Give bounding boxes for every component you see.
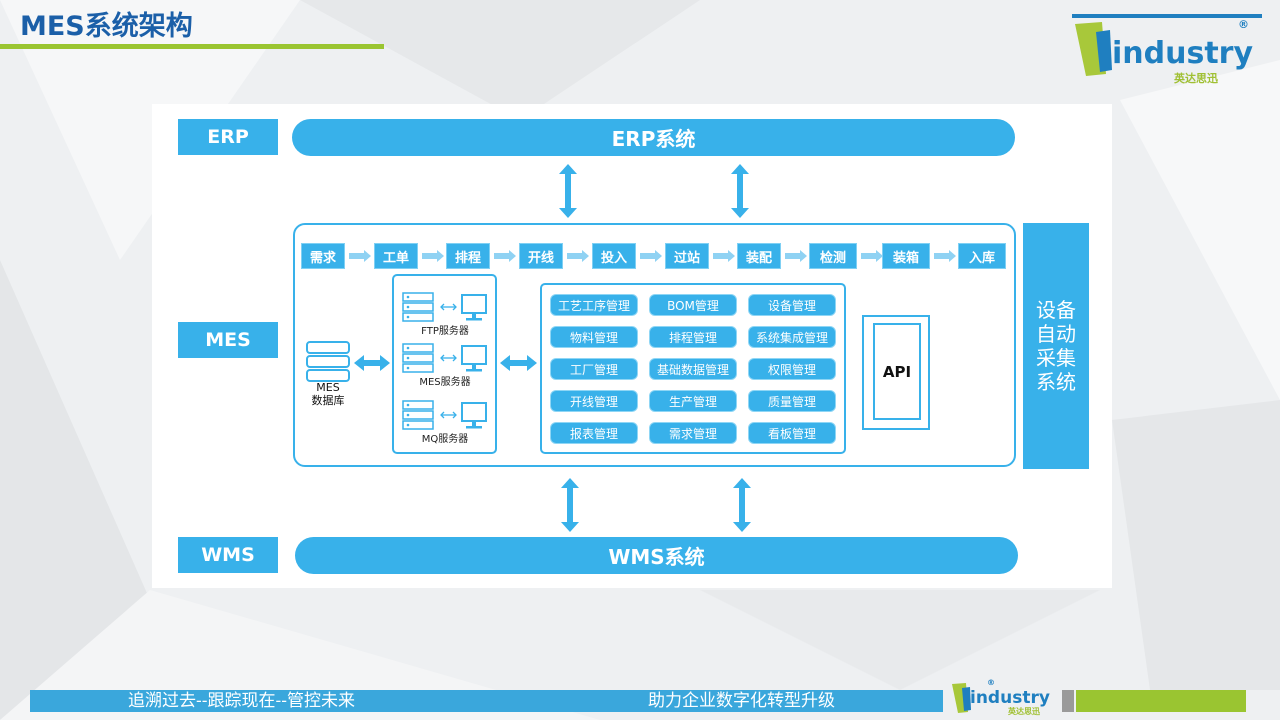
modules-box — [540, 283, 846, 454]
equipment-label: 设备自动采集系统 — [1036, 298, 1076, 394]
module-item: 开线管理 — [550, 390, 638, 412]
footer-left-slogan: 追溯过去--跟踪现在--管控未来 — [128, 691, 355, 711]
step-arrow-icon — [934, 250, 956, 262]
module-item: 工艺工序管理 — [550, 294, 638, 316]
footer-gray-block — [1062, 690, 1074, 712]
module-item: 报表管理 — [550, 422, 638, 444]
process-step: 需求 — [301, 243, 345, 269]
api-block: API — [873, 323, 921, 420]
module-item: 设备管理 — [748, 294, 836, 316]
logo-word: industry — [1112, 36, 1254, 71]
mes-container — [293, 223, 1016, 467]
database-icon — [306, 341, 350, 382]
footer-bar — [30, 690, 943, 712]
footer-green-block — [1076, 690, 1246, 712]
step-arrow-icon — [713, 250, 735, 262]
footer-logo-registered: ® — [987, 678, 995, 687]
logo-mark-icon — [1072, 14, 1262, 76]
servers-box — [392, 274, 497, 454]
step-arrow-icon — [640, 250, 662, 262]
page-title: MES系统架构 — [20, 11, 193, 42]
mes-label: MES — [178, 322, 278, 358]
step-arrow-icon — [861, 250, 883, 262]
database-label-line2: 数据库 — [311, 394, 345, 407]
process-step: 入库 — [958, 243, 1006, 269]
api-outer-frame — [862, 315, 930, 430]
wms-label: WMS — [178, 537, 278, 573]
module-item: 质量管理 — [748, 390, 836, 412]
server-icon — [402, 343, 487, 373]
server-label: MES服务器 — [419, 377, 471, 388]
erp-system-bar: ERP系统 — [292, 119, 1015, 156]
footer-logo-sub: 英达思迅 — [1008, 707, 1040, 716]
title-underline — [0, 44, 384, 49]
step-arrow-icon — [567, 250, 589, 262]
database-label-line1: MES — [316, 381, 340, 394]
module-item: 权限管理 — [748, 358, 836, 380]
footer-logo: industry 英达思迅 ® — [950, 678, 1060, 716]
equipment-collection-system: 设备自动采集系统 — [1023, 223, 1089, 469]
process-step: 装配 — [737, 243, 781, 269]
logo-registered: ® — [1238, 18, 1249, 31]
module-item: 基础数据管理 — [649, 358, 737, 380]
module-item: BOM管理 — [649, 294, 737, 316]
module-item: 排程管理 — [649, 326, 737, 348]
module-item: 工厂管理 — [550, 358, 638, 380]
module-item: 生产管理 — [649, 390, 737, 412]
process-step: 排程 — [446, 243, 490, 269]
process-step: 装箱 — [882, 243, 930, 269]
module-item: 看板管理 — [748, 422, 836, 444]
server-icon — [402, 400, 487, 430]
step-arrow-icon — [422, 250, 444, 262]
process-step: 投入 — [592, 243, 636, 269]
module-item: 系统集成管理 — [748, 326, 836, 348]
erp-label: ERP — [178, 119, 278, 155]
process-step: 过站 — [665, 243, 709, 269]
process-step: 检测 — [809, 243, 857, 269]
database-label: MES 数据库 — [298, 381, 358, 407]
module-item: 物料管理 — [550, 326, 638, 348]
module-item: 需求管理 — [649, 422, 737, 444]
footer-logo-mark-icon — [952, 683, 971, 713]
server-label: MQ服务器 — [421, 434, 469, 445]
step-arrow-icon — [494, 250, 516, 262]
step-arrow-icon — [349, 250, 371, 262]
server-label: FTP服务器 — [421, 326, 469, 337]
company-logo: industry 英达思迅 ® — [1072, 14, 1262, 85]
process-step: 开线 — [519, 243, 563, 269]
process-step: 工单 — [374, 243, 418, 269]
footer-right-slogan: 助力企业数字化转型升级 — [648, 691, 835, 711]
step-arrow-icon — [785, 250, 807, 262]
footer-logo-word: industry — [970, 688, 1050, 708]
server-icon — [402, 292, 487, 322]
logo-sub: 英达思迅 — [1174, 72, 1218, 85]
wms-system-bar: WMS系统 — [295, 537, 1018, 574]
